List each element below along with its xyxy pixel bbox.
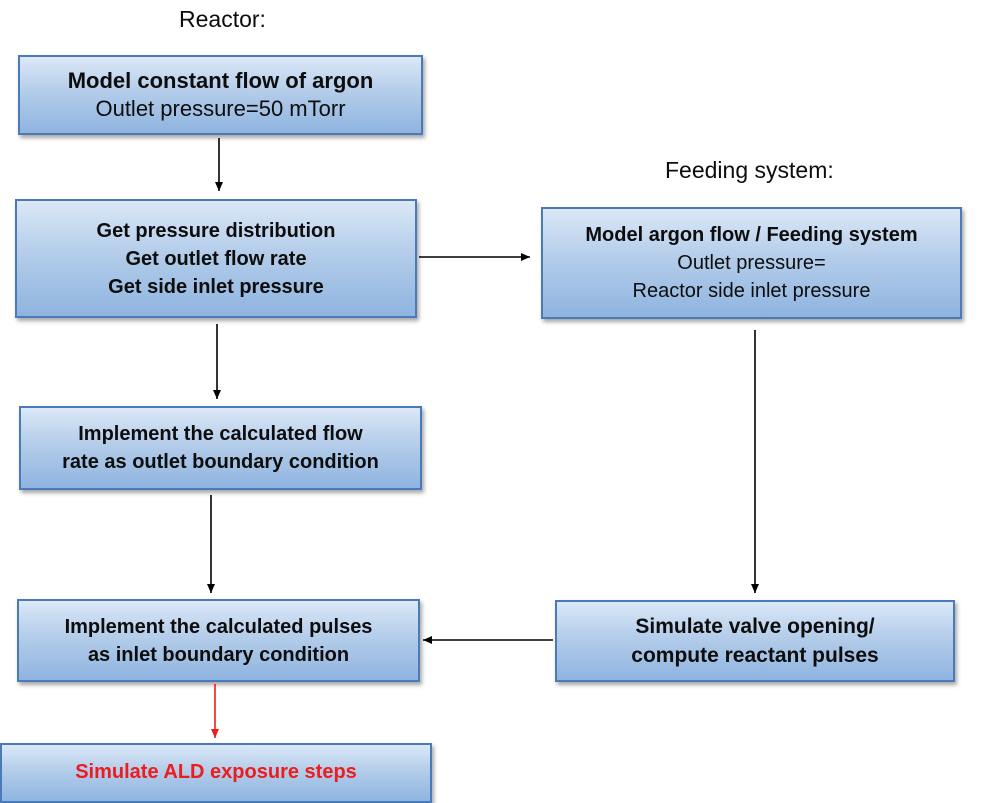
get-pressure-box: Get pressure distribution Get outlet flo… [15,199,417,318]
simulate-valve-box: Simulate valve opening/ compute reactant… [555,600,955,682]
outlet-pressure-text: Outlet pressure=50 mTorr [95,96,346,121]
model-argon-flow-title: Model constant flow of argon [67,68,374,93]
get-pressure-distribution-text: Get pressure distribution [96,219,336,242]
implement-flow-line2: rate as outlet boundary condition [62,451,379,473]
simulate-ald-text: Simulate ALD exposure steps [75,761,357,783]
implement-pulses-box: Implement the calculated pulses as inlet… [17,599,420,682]
simulate-valve-line1: Simulate valve opening/ [635,615,875,638]
reactor-side-inlet-pressure-text: Reactor side inlet pressure [632,280,871,302]
get-side-inlet-pressure-text: Get side inlet pressure [108,275,324,298]
model-argon-flow-box: Model constant flow of argon Outlet pres… [18,55,423,135]
model-feeding-system-title: Model argon flow / Feeding system [585,224,918,246]
simulate-valve-line2: compute reactant pulses [631,644,879,667]
feeding-outlet-pressure-text: Outlet pressure= [677,252,826,274]
implement-pulses-line2: as inlet boundary condition [87,643,350,666]
implement-flow-line1: Implement the calculated flow [78,423,363,445]
feeding-system-heading: Feeding system: [665,157,834,183]
reactor-heading: Reactor: [179,6,266,32]
get-outlet-flow-rate-text: Get outlet flow rate [125,247,307,270]
implement-flow-box: Implement the calculated flow rate as ou… [19,406,422,490]
model-feeding-system-box: Model argon flow / Feeding system Outlet… [541,207,962,319]
implement-pulses-line1: Implement the calculated pulses [64,615,373,638]
